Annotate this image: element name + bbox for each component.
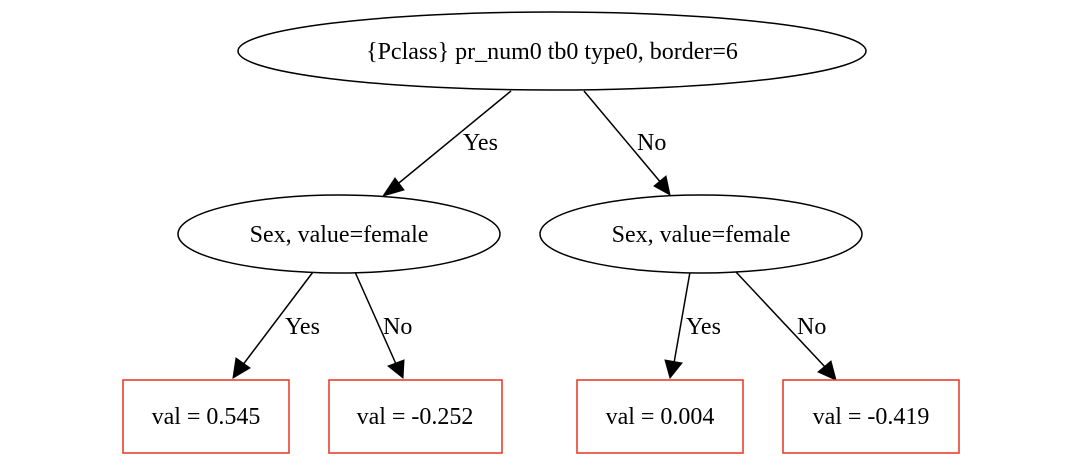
right-split-node: Sex, value=female xyxy=(539,194,863,274)
edge-label-right-leaf-3: Yes xyxy=(686,314,721,340)
edge-labels-group: Yes No Yes No Yes No xyxy=(285,130,826,340)
edge-label-root-left: Yes xyxy=(463,130,498,156)
edge-root-to-right-split xyxy=(583,90,663,185)
left-split-node: Sex, value=female xyxy=(177,194,501,274)
edges-group xyxy=(232,90,837,381)
leaf-node-1: val = 0.545 xyxy=(122,379,290,454)
edge-right-split-to-leaf-4 xyxy=(735,271,827,369)
leaf-1-box xyxy=(122,379,290,454)
root-node: {Pclass} pr_num0 tb0 type0, border=6 xyxy=(237,11,867,91)
edge-left-split-to-leaf-1 xyxy=(241,271,314,367)
arrowhead-right-split-to-leaf-4 xyxy=(817,360,837,381)
edge-label-left-leaf-1: Yes xyxy=(285,314,320,340)
leaf-3-box xyxy=(576,379,744,454)
leaf-1-label: val = 0.545 xyxy=(152,404,261,430)
leaf-4-box xyxy=(782,379,960,454)
edge-left-split-to-leaf-2 xyxy=(354,271,397,365)
left-split-ellipse xyxy=(177,194,501,274)
edge-label-right-leaf-4: No xyxy=(797,314,826,340)
root-node-label: {Pclass} pr_num0 tb0 type0, border=6 xyxy=(366,39,738,65)
leaf-4-label: val = -0.419 xyxy=(813,404,930,430)
root-node-ellipse xyxy=(237,11,867,91)
edge-label-root-right: No xyxy=(637,130,666,156)
arrowhead-root-to-right-split xyxy=(653,175,671,196)
leaf-node-3: val = 0.004 xyxy=(576,379,744,454)
edge-label-left-leaf-2: No xyxy=(383,314,412,340)
leaf-2-label: val = -0.252 xyxy=(357,404,474,430)
leaf-2-box xyxy=(328,379,503,454)
arrowhead-right-split-to-leaf-3 xyxy=(664,359,683,380)
arrowhead-left-split-to-leaf-1 xyxy=(232,357,251,379)
right-split-label: Sex, value=female xyxy=(612,222,791,248)
arrowhead-root-to-left-split xyxy=(381,177,405,197)
leaf-node-2: val = -0.252 xyxy=(328,379,503,454)
right-split-ellipse xyxy=(539,194,863,274)
leaf-3-label: val = 0.004 xyxy=(606,404,715,430)
edge-root-to-left-split xyxy=(393,90,512,188)
arrowhead-left-split-to-leaf-2 xyxy=(387,359,405,379)
leaf-node-4: val = -0.419 xyxy=(782,379,960,454)
edge-right-split-to-leaf-3 xyxy=(673,271,691,364)
left-split-label: Sex, value=female xyxy=(250,222,429,248)
